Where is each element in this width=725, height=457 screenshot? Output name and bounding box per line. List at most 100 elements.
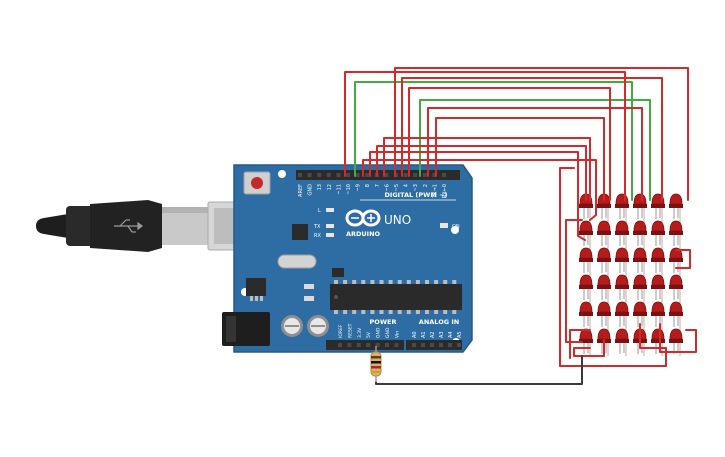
on-led (440, 223, 448, 228)
header-pin[interactable] (365, 173, 370, 177)
led[interactable] (615, 328, 629, 354)
led[interactable] (669, 193, 683, 219)
chip-pin (397, 280, 402, 284)
header-pin[interactable] (442, 173, 446, 177)
led[interactable] (633, 220, 647, 246)
header-pin[interactable] (385, 343, 389, 347)
header-pin[interactable] (403, 173, 408, 177)
header-pin[interactable] (298, 173, 302, 177)
header-pin[interactable] (412, 343, 416, 347)
led-dome (615, 220, 629, 232)
led[interactable] (669, 274, 683, 300)
wire-red[interactable] (408, 87, 611, 201)
chip-pin (443, 280, 448, 284)
wire-red[interactable] (573, 339, 605, 357)
led[interactable] (615, 301, 629, 327)
regulator-leg (260, 296, 263, 301)
power-header[interactable] (326, 340, 404, 350)
led[interactable] (651, 220, 665, 246)
header-pin[interactable] (336, 173, 341, 177)
led-dome (651, 328, 665, 340)
led[interactable] (651, 328, 665, 354)
led[interactable] (633, 193, 647, 219)
led[interactable] (579, 301, 593, 327)
led[interactable] (633, 301, 647, 327)
led[interactable] (669, 220, 683, 246)
wire-green[interactable] (354, 81, 633, 201)
resistor[interactable] (370, 346, 382, 382)
header-pin[interactable] (326, 173, 331, 177)
header-pin[interactable] (338, 343, 342, 347)
header-pin[interactable] (439, 343, 443, 347)
led[interactable] (615, 274, 629, 300)
led[interactable] (669, 301, 683, 327)
power-label: POWER (370, 318, 397, 326)
wire-red[interactable] (362, 159, 597, 221)
wire-red[interactable] (427, 107, 643, 201)
wire-red[interactable] (394, 67, 689, 201)
led[interactable] (651, 301, 665, 327)
led[interactable] (615, 220, 629, 246)
led[interactable] (597, 301, 611, 327)
led[interactable] (579, 274, 593, 300)
led[interactable] (579, 220, 593, 246)
wire-red[interactable] (344, 71, 626, 201)
l-led (326, 208, 334, 212)
header-pin[interactable] (422, 173, 427, 177)
led-base (615, 339, 629, 343)
analog-pin-label: A1 (421, 331, 427, 338)
wire-red[interactable] (559, 167, 667, 367)
resistor-band (371, 371, 381, 373)
header-pin[interactable] (457, 343, 461, 347)
led[interactable] (579, 328, 593, 354)
header-pin[interactable] (355, 173, 360, 177)
wire-red[interactable] (401, 77, 663, 201)
header-pin[interactable] (307, 173, 312, 177)
header-pin[interactable] (421, 343, 425, 347)
digital-pin-label: 13 (317, 184, 323, 190)
led[interactable] (633, 274, 647, 300)
header-pin[interactable] (448, 343, 452, 347)
wire-red[interactable] (659, 323, 697, 353)
header-pin[interactable] (430, 343, 434, 347)
usb-interface-chip (292, 224, 308, 240)
header-pin[interactable] (384, 173, 389, 177)
wire-ground[interactable] (375, 355, 583, 385)
led[interactable] (651, 247, 665, 273)
header-pin[interactable] (413, 173, 418, 177)
header-pin[interactable] (317, 173, 322, 177)
wire-red[interactable] (376, 145, 587, 201)
wire-red[interactable] (369, 151, 586, 241)
led[interactable] (597, 247, 611, 273)
led[interactable] (651, 274, 665, 300)
led[interactable] (669, 247, 683, 273)
chip-pin (334, 280, 338, 284)
led[interactable] (597, 274, 611, 300)
led[interactable] (615, 193, 629, 219)
header-pin[interactable] (366, 343, 371, 347)
wire-red[interactable] (675, 249, 691, 269)
led[interactable] (597, 220, 611, 246)
led[interactable] (669, 328, 683, 354)
wire-red[interactable] (565, 219, 583, 343)
header-pin[interactable] (375, 343, 380, 347)
digital-pin-label: GND (308, 184, 314, 196)
wire-red[interactable] (383, 137, 591, 201)
header-pin[interactable] (432, 173, 437, 177)
led[interactable] (615, 247, 629, 273)
led[interactable] (633, 247, 647, 273)
smd-component (304, 284, 314, 289)
header-pin[interactable] (346, 173, 350, 177)
led-base (669, 204, 683, 208)
capacitor (281, 315, 303, 337)
header-pin[interactable] (347, 343, 352, 347)
analog-pin-label: A2 (430, 331, 436, 338)
mounting-hole (451, 226, 459, 234)
wire-red[interactable] (569, 329, 591, 359)
header-pin[interactable] (356, 343, 361, 347)
led[interactable] (579, 247, 593, 273)
led-dome (597, 247, 611, 259)
header-pin[interactable] (394, 343, 399, 347)
chip-pin (379, 280, 384, 284)
